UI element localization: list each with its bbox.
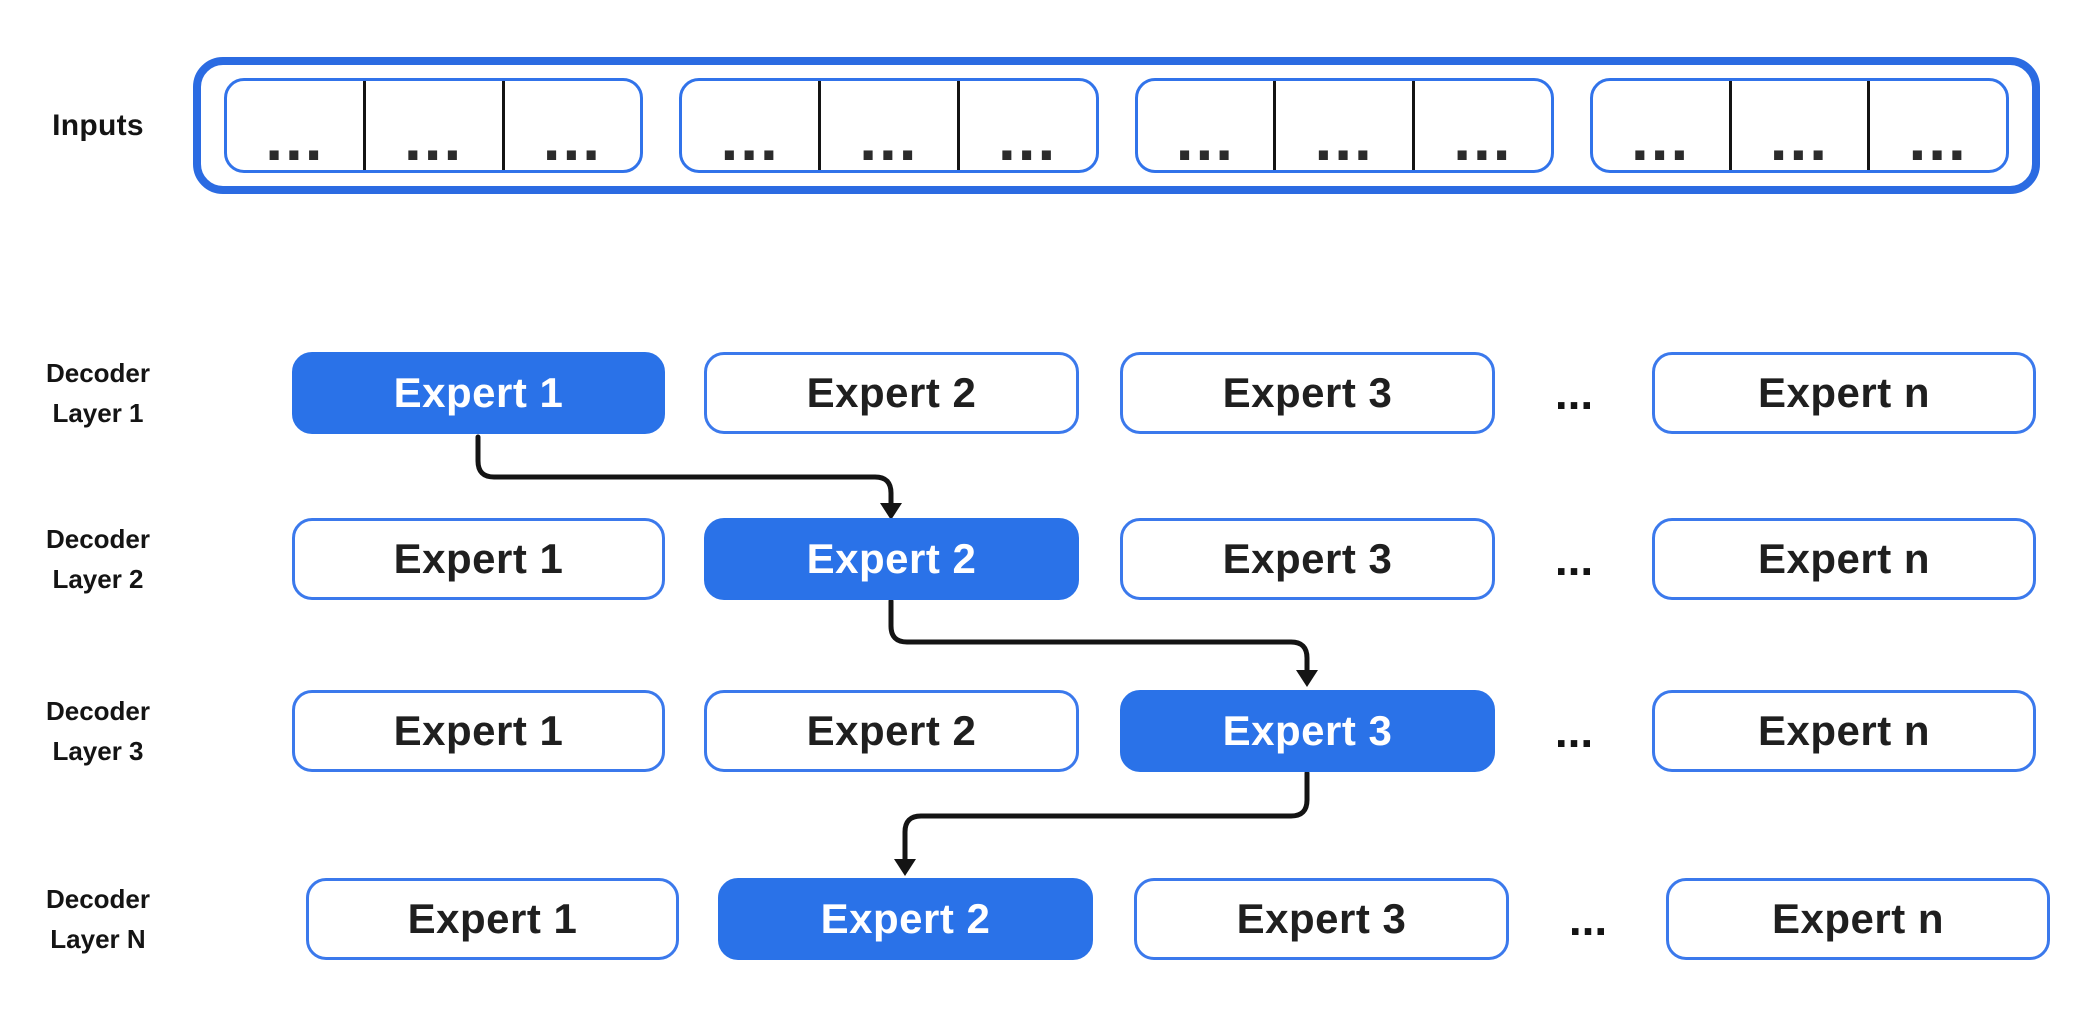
token-cell: ... <box>227 81 366 170</box>
experts-ellipsis: ... <box>1568 893 1608 945</box>
layer-label-line: Decoder <box>45 358 151 388</box>
token-cell: ... <box>1908 102 1968 173</box>
expert-box-l2-e2: Expert 2 <box>704 518 1079 600</box>
token-group-3: ... ... ... <box>1134 78 1554 173</box>
expert-row-layer-2: Expert 1 Expert 2 Expert 3 ... Expert n <box>0 518 2083 600</box>
layer-label-line: Layer 3 <box>52 736 144 766</box>
inputs-label: Inputs <box>52 108 144 142</box>
expert-box-l3-e2: Expert 2 <box>704 690 1079 772</box>
layer-label-line: Layer 2 <box>52 564 144 594</box>
expert-box-ln-en: Expert n <box>1666 878 2050 960</box>
expert-box-ln-e1: Expert 1 <box>306 878 679 960</box>
routing-arrow-layer1-to-layer2 <box>475 434 902 520</box>
expert-box-l2-e1: Expert 1 <box>292 518 665 600</box>
expert-box-l2-en: Expert n <box>1652 518 2036 600</box>
token-cell: ... <box>1732 81 1871 170</box>
expert-box-l3-e3: Expert 3 <box>1120 690 1495 772</box>
routing-arrow-layer3-to-layerN <box>894 770 1310 876</box>
expert-box-l1-e2: Expert 2 <box>704 352 1079 434</box>
expert-box-l1-en: Expert n <box>1652 352 2036 434</box>
expert-box-l1-e1: Expert 1 <box>292 352 665 434</box>
experts-ellipsis: ... <box>1554 705 1594 757</box>
expert-row-layer-1: Expert 1 Expert 2 Expert 3 ... Expert n <box>0 352 2083 434</box>
token-cell: ... <box>1593 81 1732 170</box>
token-cell: ... <box>682 81 821 170</box>
expert-row-layer-3: Expert 1 Expert 2 Expert 3 ... Expert n <box>0 690 2083 772</box>
token-cell: ... <box>1453 102 1513 173</box>
inputs-strip: ... ... ... ... ... ... ... ... ... ... … <box>193 57 2040 194</box>
token-group-4: ... ... ... <box>1589 78 2009 173</box>
layer-label-2: Decoder Layer 2 <box>2 518 194 600</box>
token-group-2: ... ... ... <box>679 78 1099 173</box>
expert-box-ln-e2: Expert 2 <box>718 878 1093 960</box>
token-cell: ... <box>366 81 505 170</box>
expert-box-l1-e3: Expert 3 <box>1120 352 1495 434</box>
token-cell: ... <box>997 102 1058 173</box>
expert-box-l3-en: Expert n <box>1652 690 2036 772</box>
expert-row-layer-n: Expert 1 Expert 2 Expert 3 ... Expert n <box>0 878 2083 960</box>
token-cell: ... <box>821 81 960 170</box>
layer-label-line: Layer N <box>50 924 146 954</box>
experts-ellipsis: ... <box>1554 533 1594 585</box>
token-cell: ... <box>1138 81 1277 170</box>
expert-box-ln-e3: Expert 3 <box>1134 878 1509 960</box>
expert-box-l3-e1: Expert 1 <box>292 690 665 772</box>
token-cell: ... <box>542 102 603 173</box>
expert-box-l2-e3: Expert 3 <box>1120 518 1495 600</box>
token-group-1: ... ... ... <box>224 78 644 173</box>
layer-label-1: Decoder Layer 1 <box>2 352 194 434</box>
layer-label-3: Decoder Layer 3 <box>2 690 194 772</box>
routing-arrow-layer2-to-layer3 <box>888 598 1318 687</box>
layer-label-line: Layer 1 <box>52 398 144 428</box>
token-cell: ... <box>1276 81 1415 170</box>
layer-label-n: Decoder Layer N <box>2 878 194 960</box>
layer-label-line: Decoder <box>45 696 151 726</box>
layer-label-line: Decoder <box>45 884 151 914</box>
layer-label-line: Decoder <box>45 524 151 554</box>
experts-ellipsis: ... <box>1554 367 1594 419</box>
